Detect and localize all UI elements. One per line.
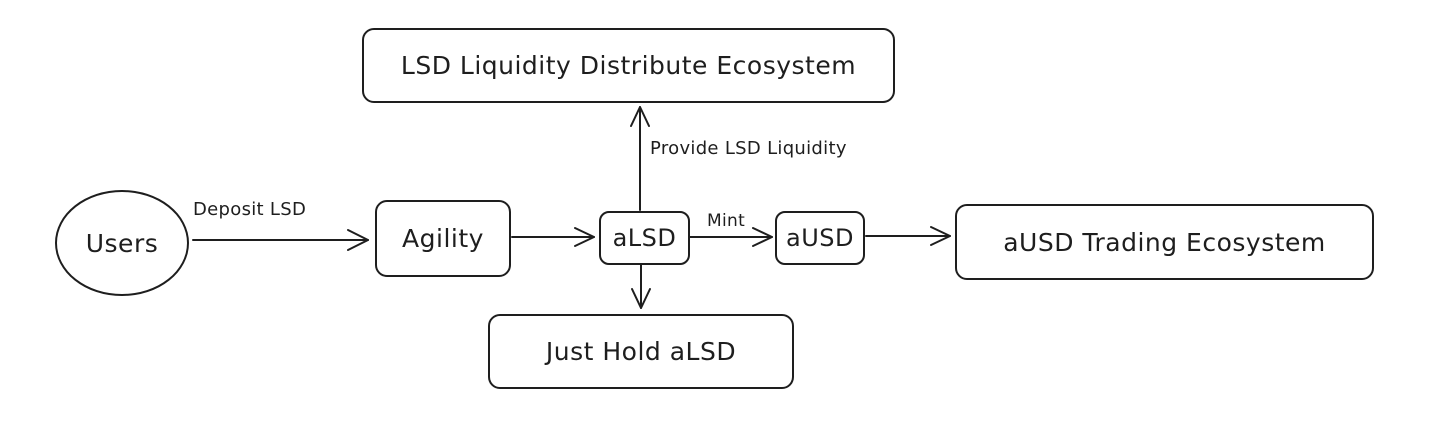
node-agility: Agility (375, 200, 511, 277)
arrow-alsd-to-hold (631, 264, 651, 309)
label-mint: Mint (707, 211, 746, 231)
node-users: Users (55, 190, 189, 296)
node-lsd-liquidity-ecosystem: LSD Liquidity Distribute Ecosystem (362, 28, 895, 103)
label-deposit-lsd: Deposit LSD (193, 199, 307, 220)
arrow-alsd-to-ecosystem (630, 106, 650, 211)
arrow-users-to-agility (192, 229, 369, 251)
arrow-ausd-to-trading (865, 226, 951, 246)
node-ausd-trading-ecosystem: aUSD Trading Ecosystem (955, 204, 1374, 280)
node-just-hold-alsd: Just Hold aLSD (488, 314, 794, 389)
node-alsd: aLSD (599, 211, 690, 265)
node-ausd: aUSD (775, 211, 865, 265)
label-provide-lsd-liquidity: Provide LSD Liquidity (650, 138, 847, 159)
arrow-alsd-to-ausd (689, 227, 773, 247)
arrow-agility-to-alsd (511, 227, 595, 247)
